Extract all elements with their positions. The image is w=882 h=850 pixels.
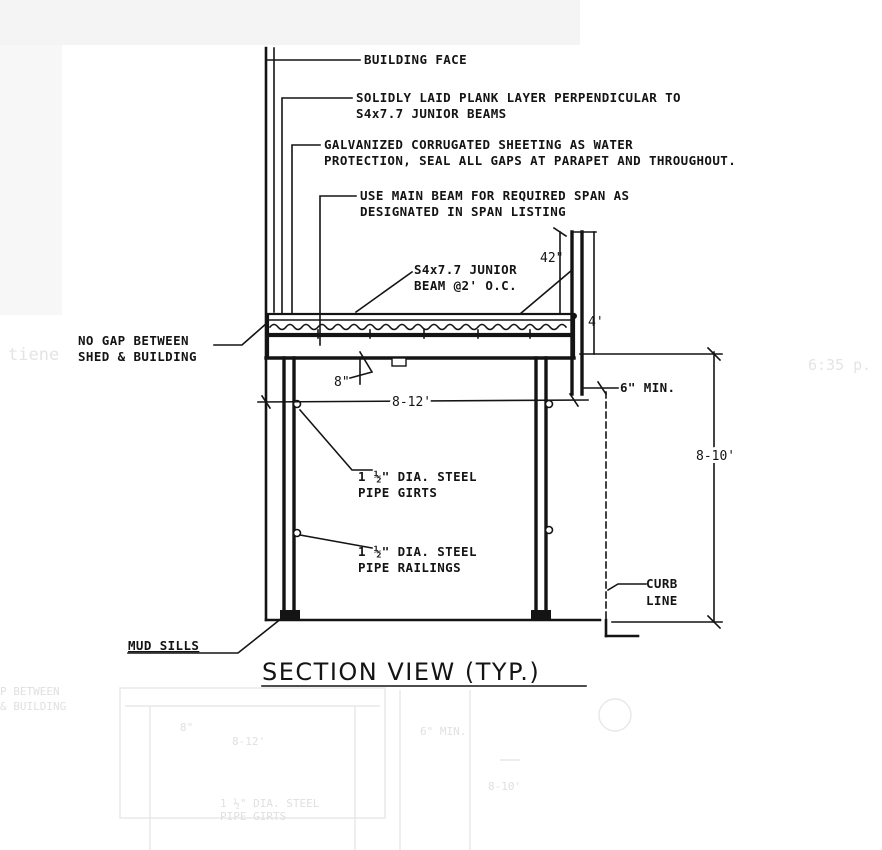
sheeting-label-2: PROTECTION, SEAL ALL GAPS AT PARAPET AND… xyxy=(324,153,736,168)
deck xyxy=(264,312,576,360)
plank-layer-label-2: S4x7.7 JUNIOR BEAMS xyxy=(356,106,507,121)
bg-ghost-girts: PIPE GIRTS xyxy=(220,810,286,823)
bg-ghost-building: & BUILDING xyxy=(0,700,66,713)
mud-sills-label: MUD SILLS xyxy=(128,638,199,653)
leaders xyxy=(127,59,647,654)
bg-ghost-min: 6" MIN. xyxy=(420,725,466,738)
dimension-texts: 42" 4' 8" 8-12' 6" MIN. 8-10' xyxy=(334,251,738,467)
toe-board-dim: 4' xyxy=(588,315,604,330)
sheeting-label-1: GALVANIZED CORRUGATED SHEETING AS WATER xyxy=(324,137,633,152)
curb-line-label-1: CURB xyxy=(646,576,678,591)
curb-line-label-2: LINE xyxy=(646,593,678,608)
width-dim: 8-12' xyxy=(392,395,431,410)
bg-ghost-height: 8-10' xyxy=(488,780,521,793)
building-face-label: BUILDING FACE xyxy=(364,52,467,67)
title-block: SECTION VIEW (TYP.) xyxy=(261,658,587,687)
parapet-height-dim: 42" xyxy=(540,251,563,266)
bg-fragment-left: tiene xyxy=(8,345,59,365)
section-title: SECTION VIEW (TYP.) xyxy=(262,658,540,686)
main-beam-label-2: DESIGNATED IN SPAN LISTING xyxy=(360,204,566,219)
bg-ghost-gap: P BETWEEN xyxy=(0,685,60,698)
bg-ghost-width: 8-12' xyxy=(232,735,265,748)
no-gap-label-1: NO GAP BETWEEN xyxy=(78,333,189,348)
girts-label-2: PIPE GIRTS xyxy=(358,485,437,500)
main-beam-label-1: USE MAIN BEAM FOR REQUIRED SPAN AS xyxy=(360,188,629,203)
callout-texts: BUILDING FACE SOLIDLY LAID PLANK LAYER P… xyxy=(78,52,736,653)
min-clearance-dim: 6" MIN. xyxy=(620,380,675,395)
bg-ghost-dia: 1 ½" DIA. STEEL xyxy=(220,797,320,810)
plank-layer-label-1: SOLIDLY LAID PLANK LAYER PERPENDICULAR T… xyxy=(356,90,681,105)
bg-fragment-right: 6:35 p. xyxy=(808,356,871,374)
dimensions xyxy=(257,226,723,630)
bg-ghost-8: 8" xyxy=(180,721,193,734)
junior-beam-label-2: BEAM @2' O.C. xyxy=(414,278,517,293)
junior-beam-label-1: S4x7.7 JUNIOR xyxy=(414,262,517,277)
offset-dim: 8" xyxy=(334,375,350,390)
railings-label-2: PIPE RAILINGS xyxy=(358,560,461,575)
height-dim: 8-10' xyxy=(696,449,735,464)
railings-label-1: 1 ½" DIA. STEEL xyxy=(358,544,477,559)
no-gap-label-2: SHED & BUILDING xyxy=(78,349,197,364)
girts-label-1: 1 ½" DIA. STEEL xyxy=(358,469,477,484)
curb-line xyxy=(604,391,640,638)
parapet xyxy=(513,230,597,396)
building-face xyxy=(264,46,275,622)
